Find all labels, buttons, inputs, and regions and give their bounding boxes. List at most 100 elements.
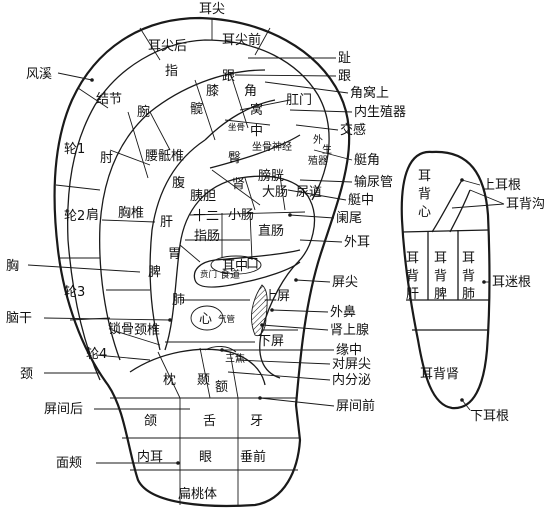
label-sheng: 生 bbox=[322, 143, 332, 156]
label-xiong: 胸 bbox=[6, 259, 19, 274]
label-shen-jing: 坐骨神经 bbox=[252, 140, 292, 153]
label-xi: 膝 bbox=[206, 84, 219, 99]
label-chui-qian: 垂前 bbox=[240, 449, 266, 465]
label-pen-men: 贲门 bbox=[200, 269, 217, 280]
label-er-bei-fei-3: 肺 bbox=[462, 287, 475, 302]
left-leaders: 风溪 胸 脑干 颈 屏间后 面颊 bbox=[6, 67, 190, 471]
label-tun: 臀 bbox=[228, 151, 241, 166]
label-zhou: 肘 bbox=[100, 151, 113, 166]
label-r-nei-fen-mi: 内分泌 bbox=[332, 372, 371, 388]
label-zhen: 枕 bbox=[163, 373, 176, 388]
label-er-jian-qian: 耳尖前 bbox=[222, 32, 261, 48]
label-r-gen: 跟 bbox=[338, 69, 351, 84]
front-special-shapes bbox=[190, 255, 268, 353]
label-r-ting-jiao: 艇角 bbox=[354, 153, 380, 168]
label-er-bei-pi-1: 耳 bbox=[434, 251, 447, 266]
front-zone-lines bbox=[55, 18, 306, 399]
label-zhong: 中 bbox=[250, 124, 263, 139]
label-er-bei-gan-2: 背 bbox=[406, 269, 419, 284]
label-r-nei-sheng-zhi-qi: 内生殖器 bbox=[354, 104, 406, 120]
label-zhi-finger: 指 bbox=[165, 64, 178, 79]
label-gan: 肝 bbox=[160, 215, 173, 230]
label-r-ting-zhong: 艇中 bbox=[348, 193, 374, 208]
label-shi-er: 十二 bbox=[193, 209, 219, 224]
label-jie-jie: 结节 bbox=[96, 92, 122, 107]
label-nao-gan: 脑干 bbox=[6, 311, 32, 326]
label-ping-jian-hou: 屏间后 bbox=[44, 402, 83, 417]
label-er-mi-gen: 耳迷根 bbox=[492, 275, 531, 290]
label-lun3: 轮3 bbox=[64, 285, 85, 300]
label-shang-ping: 上屏 bbox=[264, 289, 290, 304]
label-er-bei-pi-3: 脾 bbox=[434, 287, 447, 302]
label-san-jiao: 三焦 bbox=[225, 352, 245, 365]
label-er-bei-xin-3: 心 bbox=[418, 205, 431, 220]
label-kuan: 髋 bbox=[190, 101, 203, 117]
label-suo-gu: 锁骨 bbox=[108, 321, 134, 337]
label-fu: 腹 bbox=[172, 175, 185, 191]
label-r-jiao-wo-shang: 角窝上 bbox=[350, 85, 389, 101]
front-zone-labels: 耳尖 耳尖后 耳尖前 指 跟 膝 角 窝 髋 结节 腕 肛门 坐骨 中 坐骨神经… bbox=[64, 2, 332, 502]
label-gen: 跟 bbox=[222, 69, 235, 84]
label-pi: 脾 bbox=[148, 265, 161, 280]
label-r-shu-niao-guan: 输尿管 bbox=[354, 174, 393, 190]
label-er-zhong: 耳中 bbox=[222, 259, 248, 274]
label-qi-guan: 气管 bbox=[218, 314, 235, 325]
label-r-shen-shang-xian: 肾上腺 bbox=[330, 323, 369, 338]
front-ear-outline bbox=[53, 16, 351, 508]
label-jian: 肩 bbox=[86, 207, 99, 223]
label-xiong-zhui: 胸椎 bbox=[118, 206, 144, 221]
label-xin: 心 bbox=[199, 312, 212, 327]
back-ear-labels: 耳 背 心 耳 背 肝 耳 背 脾 耳 背 肺 耳背肾 上耳根 耳背沟 耳迷根 … bbox=[406, 169, 545, 424]
label-er-bei-xin-1: 耳 bbox=[418, 169, 431, 184]
label-er-bei-gan-1: 耳 bbox=[406, 251, 419, 266]
label-bian-tao-ti: 扁桃体 bbox=[178, 487, 217, 502]
label-e: 额 bbox=[215, 380, 228, 395]
label-er-bei-gan-3: 肝 bbox=[406, 287, 419, 302]
label-pang-guang: 膀胱 bbox=[258, 168, 284, 184]
label-feng-xi: 风溪 bbox=[26, 67, 52, 82]
label-shen: 肾 bbox=[232, 177, 245, 192]
label-zhi-qi: 殖器 bbox=[308, 154, 328, 167]
label-shang-er-gen: 上耳根 bbox=[482, 178, 521, 193]
label-er-bei-gou: 耳背沟 bbox=[506, 197, 545, 212]
label-er-jian: 耳尖 bbox=[199, 2, 225, 17]
label-wai: 外 bbox=[313, 134, 323, 146]
label-xia-er-gen: 下耳根 bbox=[470, 409, 509, 424]
label-r-jiao-gan: 交感 bbox=[340, 122, 366, 138]
label-nei-er: 内耳 bbox=[137, 449, 163, 465]
label-r-lan-wei: 阑尾 bbox=[336, 211, 362, 226]
label-wo: 窝 bbox=[250, 102, 263, 118]
label-wan: 腕 bbox=[137, 104, 150, 120]
label-zhi-chang-rectum: 直肠 bbox=[258, 224, 284, 239]
label-zuo-gu: 坐骨 bbox=[228, 123, 245, 133]
label-lun4: 轮4 bbox=[86, 347, 107, 362]
label-zhi-chang: 指肠 bbox=[194, 229, 220, 244]
label-er-bei-fei-2: 背 bbox=[462, 269, 475, 284]
label-r-ping-jian: 屏尖 bbox=[332, 275, 358, 290]
label-er-bei-fei-1: 耳 bbox=[462, 251, 475, 266]
label-xiao-chang: 小肠 bbox=[228, 208, 254, 223]
label-he: 颌 bbox=[144, 414, 157, 429]
label-r-yuan-zhong: 缘中 bbox=[336, 343, 362, 358]
label-mian-jia: 面颊 bbox=[56, 456, 82, 471]
label-jiao: 角 bbox=[244, 84, 257, 99]
label-yan: 眼 bbox=[199, 450, 212, 465]
label-r-wai-er: 外耳 bbox=[344, 235, 370, 250]
label-xia-ping: 下屏 bbox=[258, 334, 284, 349]
label-gang-men: 肛门 bbox=[286, 93, 312, 108]
label-r-zhi: 趾 bbox=[338, 51, 351, 66]
label-niao-dao: 尿道 bbox=[296, 185, 322, 200]
label-r-wai-bi: 外鼻 bbox=[330, 304, 356, 320]
label-fei: 肺 bbox=[172, 293, 185, 308]
label-nie: 颞 bbox=[197, 373, 210, 388]
label-ya: 牙 bbox=[250, 414, 263, 429]
label-wei: 胃 bbox=[168, 247, 181, 262]
right-leaders: 趾 跟 角窝上 内生殖器 交感 艇角 输尿管 艇中 阑尾 外耳 屏尖 外鼻 肾上… bbox=[220, 51, 406, 414]
label-r-dui-ping-jian: 对屏尖 bbox=[332, 357, 371, 372]
label-kou: 口 bbox=[246, 257, 259, 272]
label-jing-zhui: 颈椎 bbox=[134, 323, 160, 338]
label-jing: 颈 bbox=[20, 367, 33, 382]
label-yao-di-zhui: 腰骶椎 bbox=[145, 149, 184, 164]
